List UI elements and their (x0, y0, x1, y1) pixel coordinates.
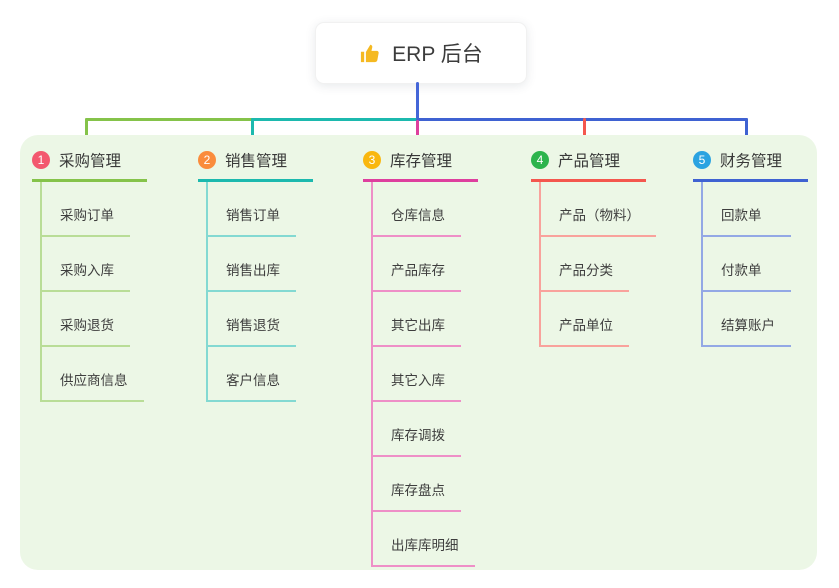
branch-product: 4 产品管理 产品（物料） 产品分类 产品单位 (531, 147, 656, 347)
connector-drop-branch5 (745, 118, 748, 145)
branch-header-product[interactable]: 4 产品管理 (531, 147, 646, 182)
branch-label-product: 产品管理 (558, 153, 621, 170)
connector-root (416, 82, 419, 121)
connector-drop-branch2 (251, 118, 254, 145)
node-product-category[interactable]: 产品分类 (541, 237, 629, 292)
node-purchase-order[interactable]: 采购订单 (42, 182, 130, 237)
branch-label-inventory: 库存管理 (390, 153, 453, 170)
node-purchase-return[interactable]: 采购退货 (42, 292, 130, 347)
node-payment-slip[interactable]: 付款单 (703, 237, 791, 292)
branch-children-purchase: 采购订单 采购入库 采购退货 供应商信息 (40, 182, 144, 402)
node-other-outbound[interactable]: 其它出库 (373, 292, 461, 347)
node-warehouse-info[interactable]: 仓库信息 (373, 182, 461, 237)
branch-label-finance: 财务管理 (720, 153, 783, 170)
connector-drop-branch4 (583, 118, 586, 145)
branch-header-sales[interactable]: 2 销售管理 (198, 147, 313, 182)
node-settlement-account[interactable]: 结算账户 (703, 292, 791, 347)
node-inout-detail[interactable]: 出库库明细 (373, 512, 475, 567)
node-product-material[interactable]: 产品（物料） (541, 182, 656, 237)
connector-h-branch5 (416, 118, 748, 121)
branches-panel: 1 采购管理 采购订单 采购入库 采购退货 供应商信息 2 销售管理 销售订单 … (20, 135, 817, 570)
branch-badge-4: 4 (531, 151, 549, 169)
node-stock-count[interactable]: 库存盘点 (373, 457, 461, 512)
node-customer-info[interactable]: 客户信息 (208, 347, 296, 402)
branch-children-product: 产品（物料） 产品分类 产品单位 (539, 182, 656, 347)
branch-header-purchase[interactable]: 1 采购管理 (32, 147, 147, 182)
branch-badge-5: 5 (693, 151, 711, 169)
branch-header-inventory[interactable]: 3 库存管理 (363, 147, 478, 182)
node-product-stock[interactable]: 产品库存 (373, 237, 461, 292)
node-receipt-slip[interactable]: 回款单 (703, 182, 791, 237)
branch-label-sales: 销售管理 (225, 153, 288, 170)
node-other-inbound[interactable]: 其它入库 (373, 347, 461, 402)
branch-children-finance: 回款单 付款单 结算账户 (701, 182, 791, 347)
root-node[interactable]: ERP 后台 (315, 22, 527, 84)
node-sales-order[interactable]: 销售订单 (208, 182, 296, 237)
thumbs-up-icon (359, 42, 382, 65)
branch-children-sales: 销售订单 销售出库 销售退货 客户信息 (206, 182, 296, 402)
connector-h-branch1 (85, 118, 255, 121)
branch-badge-2: 2 (198, 151, 216, 169)
branch-purchase: 1 采购管理 采购订单 采购入库 采购退货 供应商信息 (32, 147, 147, 402)
node-supplier-info[interactable]: 供应商信息 (42, 347, 144, 402)
connector-drop-branch3 (416, 120, 419, 148)
branch-inventory: 3 库存管理 仓库信息 产品库存 其它出库 其它入库 库存调拨 库存盘点 出库库… (363, 147, 478, 567)
branch-header-finance[interactable]: 5 财务管理 (693, 147, 808, 182)
connector-drop-branch1 (85, 118, 88, 145)
branch-label-purchase: 采购管理 (59, 153, 122, 170)
node-sales-outbound[interactable]: 销售出库 (208, 237, 296, 292)
node-product-unit[interactable]: 产品单位 (541, 292, 629, 347)
branch-badge-3: 3 (363, 151, 381, 169)
node-sales-return[interactable]: 销售退货 (208, 292, 296, 347)
branch-badge-1: 1 (32, 151, 50, 169)
node-stock-transfer[interactable]: 库存调拨 (373, 402, 461, 457)
branch-finance: 5 财务管理 回款单 付款单 结算账户 (693, 147, 808, 347)
branch-sales: 2 销售管理 销售订单 销售出库 销售退货 客户信息 (198, 147, 313, 402)
connector-h-branch2 (251, 118, 418, 121)
branch-children-inventory: 仓库信息 产品库存 其它出库 其它入库 库存调拨 库存盘点 出库库明细 (371, 182, 475, 567)
node-purchase-inbound[interactable]: 采购入库 (42, 237, 130, 292)
root-label: ERP 后台 (392, 43, 483, 66)
